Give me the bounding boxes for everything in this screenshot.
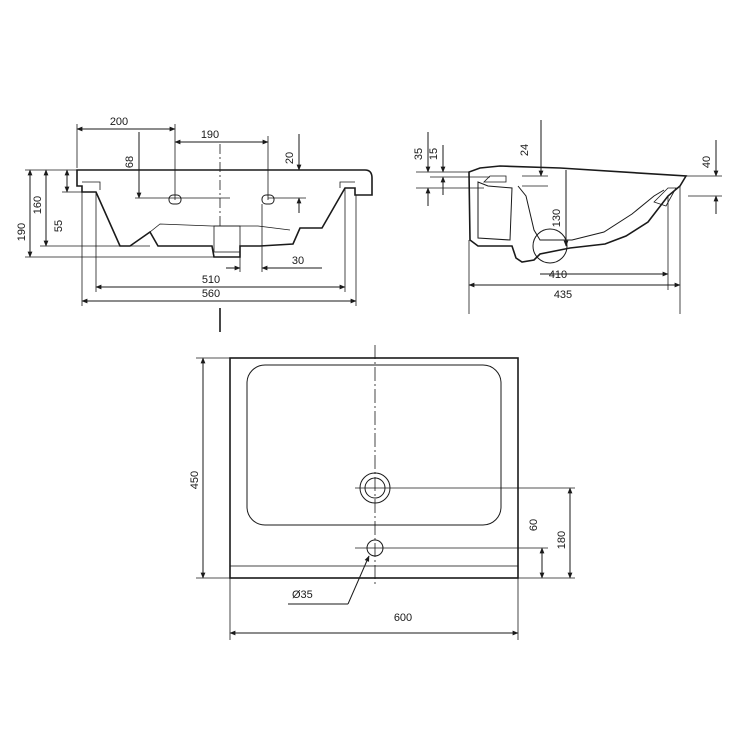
dim-510: 510 xyxy=(202,274,220,286)
top-view: 450 60 180 Ø35 600 xyxy=(189,345,575,640)
side-waste-circle xyxy=(532,228,568,264)
side-basin-inner xyxy=(477,181,665,241)
dim-600: 600 xyxy=(394,612,412,624)
front-waste-outlet xyxy=(213,225,241,253)
dim-20: 20 xyxy=(284,152,296,164)
dim-40: 40 xyxy=(701,156,713,168)
dim-560: 560 xyxy=(202,288,220,300)
dim-35: 35 xyxy=(413,148,425,160)
dim-435: 435 xyxy=(554,289,572,301)
dim-55: 55 xyxy=(53,220,65,232)
dim-450: 450 xyxy=(189,471,201,489)
dim-160: 160 xyxy=(32,196,44,214)
dim-68: 68 xyxy=(124,156,136,168)
dim-190-top: 190 xyxy=(201,129,219,141)
dim-190-left: 190 xyxy=(16,223,28,241)
front-basin-outline xyxy=(76,169,373,258)
dim-410: 410 xyxy=(549,269,567,281)
side-overflow xyxy=(483,175,507,183)
dim-diameter: Ø35 xyxy=(292,589,313,601)
side-view: 35 15 24 130 40 410 435 xyxy=(413,120,722,314)
dim-200: 200 xyxy=(110,116,128,128)
top-front-edge xyxy=(229,565,519,579)
top-bowl-outline xyxy=(246,364,502,526)
front-basin-inner-lip xyxy=(82,181,355,190)
dim-180: 180 xyxy=(556,531,568,549)
dim-130: 130 xyxy=(551,209,563,227)
dim-15: 15 xyxy=(428,148,440,160)
dim-24: 24 xyxy=(519,144,531,156)
dim-30: 30 xyxy=(292,255,304,267)
leader-line-diameter-b xyxy=(347,555,370,605)
front-view: 200 190 68 20 190 160 55 30 xyxy=(16,116,373,332)
dim-60: 60 xyxy=(528,519,540,531)
top-outer-outline xyxy=(229,357,519,579)
side-front-lip xyxy=(653,187,677,207)
side-basin-outline xyxy=(468,165,688,263)
front-bowl-inner xyxy=(149,223,291,233)
